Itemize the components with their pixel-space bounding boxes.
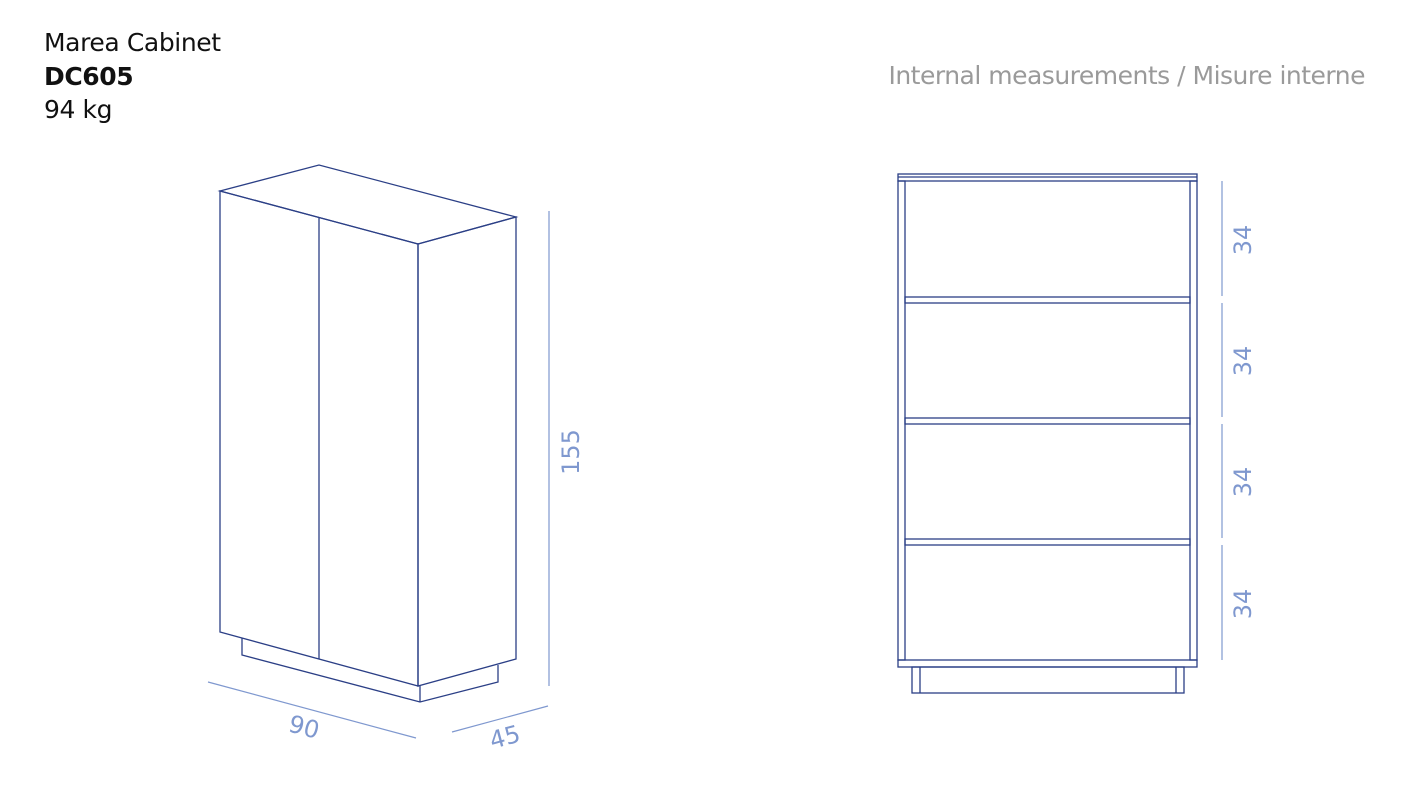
- product-code: DC605: [44, 62, 134, 91]
- internal-measurements-label: Internal measurements / Misure interne: [888, 61, 1365, 90]
- isometric-cabinet: [217, 164, 519, 703]
- bottom-board: [897, 659, 1198, 668]
- shelf-3: [904, 538, 1191, 546]
- cabinet-side-face: [417, 216, 517, 687]
- cabinet-top-face: [217, 164, 519, 245]
- left-wall: [897, 180, 906, 661]
- compartment-1-label: 34: [1229, 225, 1257, 256]
- cabinet-plinth: [241, 638, 499, 703]
- depth-dimension: 45: [451, 705, 549, 755]
- height-dimension-label: 155: [557, 429, 585, 475]
- height-dimension: 155: [548, 211, 585, 686]
- depth-dimension-line: [451, 705, 549, 733]
- compartment-2-label: 34: [1229, 346, 1257, 377]
- width-dimension-line: [207, 681, 417, 739]
- width-dimension: 90: [207, 681, 417, 745]
- product-weight: 94 kg: [44, 95, 113, 124]
- compartment-4-label: 34: [1229, 589, 1257, 620]
- product-name: Marea Cabinet: [44, 28, 221, 57]
- right-wall: [1189, 180, 1198, 661]
- cabinet-base: [911, 666, 1185, 694]
- depth-dimension-label: 45: [487, 720, 524, 755]
- shelf-2: [904, 417, 1191, 425]
- product-header: Marea Cabinet DC605 94 kg: [44, 26, 221, 126]
- compartment-dimensions: 34 34 34 34: [1221, 181, 1257, 660]
- compartment-3-label: 34: [1229, 467, 1257, 498]
- front-internal-view: [897, 173, 1198, 694]
- shelf-1: [904, 296, 1191, 304]
- width-dimension-label: 90: [286, 710, 323, 745]
